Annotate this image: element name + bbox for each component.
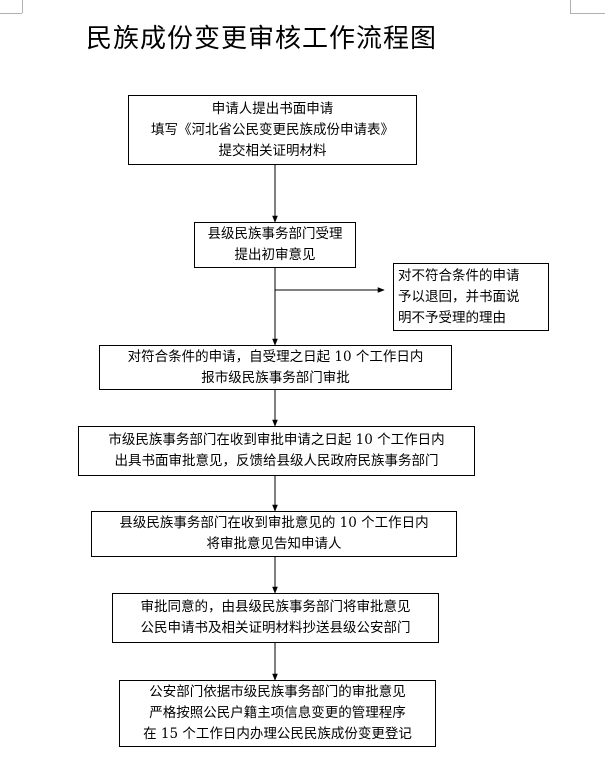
- step-forward-line-1: 审批同意的，由县级民族事务部门将审批意见: [140, 599, 411, 615]
- step-reject-line-3: 明不予受理的理由: [398, 309, 506, 326]
- step-apply-line-1: 申请人提出书面申请: [211, 100, 334, 117]
- step-register-line-3: 在 15 个工作日内办理公民民族成份变更登记: [143, 726, 412, 742]
- step-report-box: 对符合条件的申请，自受理之日起 10 个工作日内 报市级民族事务部门审批: [99, 345, 452, 390]
- crop-mark-left-v: [22, 0, 23, 13]
- step-forward-box: 审批同意的，由县级民族事务部门将审批意见 公民申请书及相关证明材料抄送县级公安部…: [112, 593, 439, 643]
- step-register-line-2: 严格按照公民户籍主项信息变更的管理程序: [149, 705, 406, 721]
- step-register-line-1: 公安部门依据市级民族事务部门的审批意见: [149, 684, 406, 700]
- step-city-review-box: 市级民族事务部门在收到审批申请之日起 10 个工作日内 出具书面审批意见，反馈给…: [78, 426, 475, 476]
- step-city-review-line-1: 市级民族事务部门在收到审批申请之日起 10 个工作日内: [108, 432, 445, 448]
- crop-mark-left-h: [0, 13, 22, 14]
- step-county-accept-box: 县级民族事务部门受理 提出初审意见: [194, 222, 356, 268]
- step-county-accept-line-2: 提出初审意见: [234, 247, 316, 263]
- step-forward-line-2: 公民申请书及相关证明材料抄送县级公安部门: [140, 620, 411, 636]
- step-county-accept-line-1: 县级民族事务部门受理: [207, 226, 343, 242]
- crop-mark-right-h: [570, 13, 605, 14]
- step-apply-line-3: 提交相关证明材料: [218, 142, 327, 159]
- page-title: 民族成份变更审核工作流程图: [86, 24, 438, 54]
- crop-mark-right-v: [570, 0, 571, 13]
- step-notify-line-2: 将审批意见告知申请人: [206, 536, 342, 552]
- step-register-box: 公安部门依据市级民族事务部门的审批意见 严格按照公民户籍主项信息变更的管理程序 …: [119, 680, 436, 747]
- step-apply-box: 申请人提出书面申请 填写《河北省公民变更民族成份申请表》 提交相关证明材料: [128, 95, 417, 165]
- step-report-line-2: 报市级民族事务部门审批: [201, 369, 350, 386]
- step-notify-box: 县级民族事务部门在收到审批意见的 10 个工作日内 将审批意见告知申请人: [91, 511, 457, 557]
- step-reject-box: 对不符合条件的申请 予以退回，并书面说 明不予受理的理由: [393, 263, 549, 331]
- step-city-review-line-2: 出具书面审批意见，反馈给县级人民政府民族事务部门: [114, 453, 439, 469]
- step-apply-line-2: 填写《河北省公民变更民族成份申请表》: [151, 121, 394, 138]
- step-notify-line-1: 县级民族事务部门在收到审批意见的 10 个工作日内: [119, 515, 429, 531]
- step-reject-line-2: 予以退回，并书面说: [398, 288, 520, 305]
- step-report-line-1: 对符合条件的申请，自受理之日起 10 个工作日内: [127, 348, 424, 365]
- step-reject-line-1: 对不符合条件的申请: [398, 267, 520, 284]
